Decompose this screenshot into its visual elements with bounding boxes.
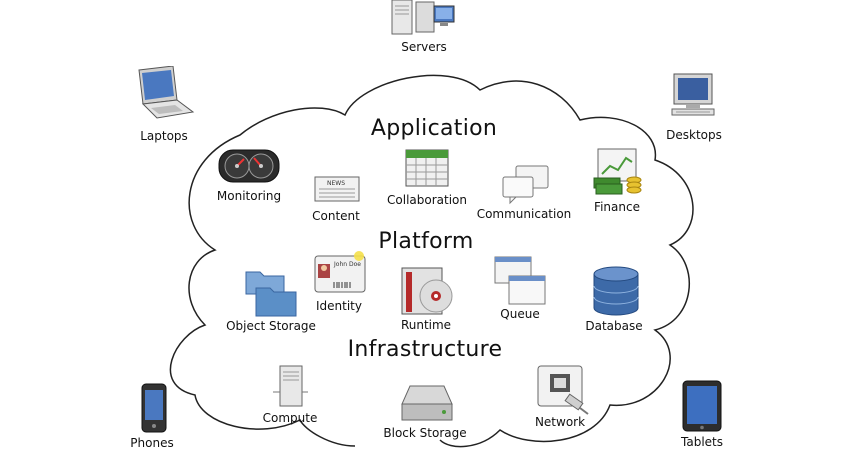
queue-icon	[494, 256, 548, 306]
compute-label: Compute	[262, 411, 318, 425]
network-label: Network	[534, 415, 586, 429]
database-label: Database	[585, 319, 643, 333]
content-icon-text: NEWS	[327, 180, 345, 187]
collaboration-label: Collaboration	[387, 193, 467, 207]
tablet-icon	[682, 380, 722, 432]
tablets-label: Tablets	[681, 435, 723, 449]
laptop-icon	[133, 66, 195, 122]
folder-icon	[244, 266, 298, 318]
phone-icon	[141, 383, 167, 433]
compute-icon	[272, 364, 308, 410]
communication-icon	[502, 165, 550, 205]
laptops-label: Laptops	[140, 129, 188, 143]
servers-icon	[390, 0, 456, 36]
collaboration-icon	[404, 148, 452, 190]
queue-label: Queue	[500, 307, 540, 321]
desktops-label: Desktops	[666, 128, 722, 142]
identity-icon: John Doe	[314, 250, 368, 294]
content-label: Content	[312, 209, 360, 223]
block-storage-icon	[400, 384, 454, 424]
desktop-icon	[668, 72, 718, 122]
runtime-label: Runtime	[400, 318, 452, 332]
phones-label: Phones	[130, 436, 174, 450]
finance-label: Finance	[594, 200, 640, 214]
runtime-icon	[400, 264, 456, 316]
platform-heading: Platform	[378, 229, 474, 254]
communication-label: Communication	[476, 207, 572, 221]
monitoring-icon	[218, 148, 280, 184]
object-storage-label: Object Storage	[226, 319, 316, 333]
database-icon	[592, 266, 640, 316]
servers-label: Servers	[401, 40, 447, 54]
infrastructure-heading: Infrastructure	[347, 337, 503, 362]
identity-card-text: John Doe	[333, 261, 361, 268]
monitoring-label: Monitoring	[216, 189, 282, 203]
content-icon: NEWS	[313, 175, 361, 203]
finance-icon	[592, 148, 644, 196]
network-icon	[536, 364, 590, 416]
block-storage-label: Block Storage	[383, 426, 467, 440]
application-heading: Application	[370, 116, 498, 141]
identity-label: Identity	[316, 299, 362, 313]
